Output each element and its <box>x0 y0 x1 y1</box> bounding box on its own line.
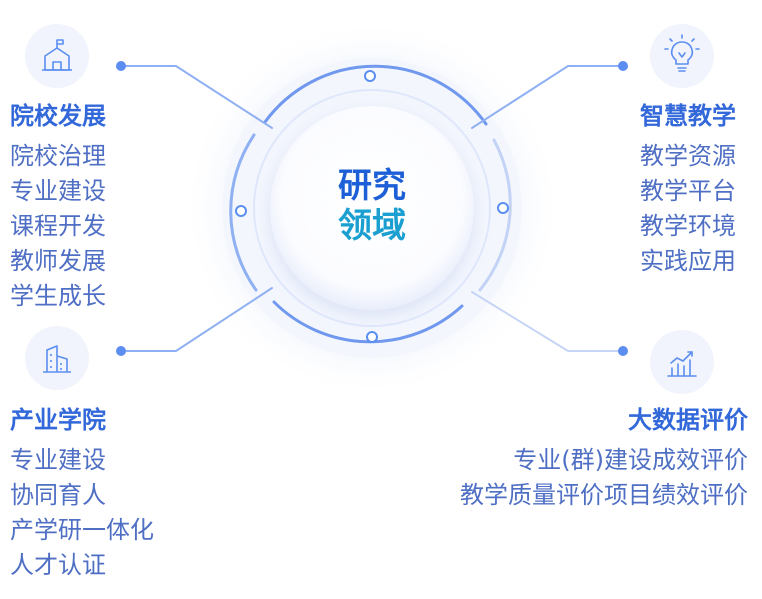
group-title: 大数据评价 <box>628 406 748 434</box>
connector-top-left <box>125 65 273 129</box>
group-industry-college: 产业学院 专业建设 协同育人 产学研一体化 人才认证 <box>10 405 154 583</box>
ring-arc-left <box>229 133 258 292</box>
list-item: 教师发展 <box>10 247 106 275</box>
connector-bottom-right <box>471 291 619 352</box>
group-institution-development: 院校发展 院校治理 专业建设 课程开发 教师发展 学生成长 <box>10 101 106 314</box>
bar-chart-icon <box>650 330 714 394</box>
ring-arc-top <box>263 64 488 126</box>
list-item: 专业(群)建设成效评价 <box>513 446 748 474</box>
group-smart-teaching: 智慧教学 教学资源 教学平台 教学环境 实践应用 <box>640 101 736 279</box>
group-big-data-evaluation: 大数据评价 专业(群)建设成效评价 教学质量评价项目绩效评价 <box>460 405 748 513</box>
center-title: 研究 领域 <box>300 166 444 246</box>
list-item: 教学环境 <box>640 212 736 240</box>
ring-node-right <box>497 202 509 214</box>
connector-bottom-left <box>125 287 273 352</box>
list-item: 专业建设 <box>10 446 106 474</box>
list-item: 教学质量评价项目绩效评价 <box>460 481 748 509</box>
industry-building-icon <box>25 326 89 390</box>
inner-ring <box>253 89 491 327</box>
list-item: 学生成长 <box>10 282 106 310</box>
school-building-icon <box>25 24 89 88</box>
lightbulb-icon <box>650 24 714 88</box>
center-title-line2: 领域 <box>338 206 406 246</box>
core-circle <box>270 106 474 310</box>
center-title-line1: 研究 <box>338 166 406 206</box>
list-item: 专业建设 <box>10 177 106 205</box>
group-title: 产业学院 <box>10 406 106 434</box>
connector-dot-top-left <box>116 61 126 71</box>
list-item: 教学资源 <box>640 142 736 170</box>
connector-dot-bottom-right <box>618 346 628 356</box>
list-item: 协同育人 <box>10 481 106 509</box>
list-item: 人才认证 <box>10 551 106 579</box>
ring-node-bottom <box>366 331 378 343</box>
list-item: 课程开发 <box>10 212 106 240</box>
list-item: 教学平台 <box>640 177 736 205</box>
connector-dot-top-right <box>618 61 628 71</box>
list-item: 产学研一体化 <box>10 516 154 544</box>
list-item: 实践应用 <box>640 247 736 275</box>
list-item: 院校治理 <box>10 142 106 170</box>
ring-arc-bottom <box>272 300 464 344</box>
ring-node-left <box>235 205 247 217</box>
ring-node-top <box>364 70 376 82</box>
ring-arc-right <box>478 138 512 292</box>
connector-top-right <box>471 65 619 129</box>
connector-dot-bottom-left <box>116 346 126 356</box>
group-title: 智慧教学 <box>640 102 736 130</box>
group-title: 院校发展 <box>10 102 106 130</box>
